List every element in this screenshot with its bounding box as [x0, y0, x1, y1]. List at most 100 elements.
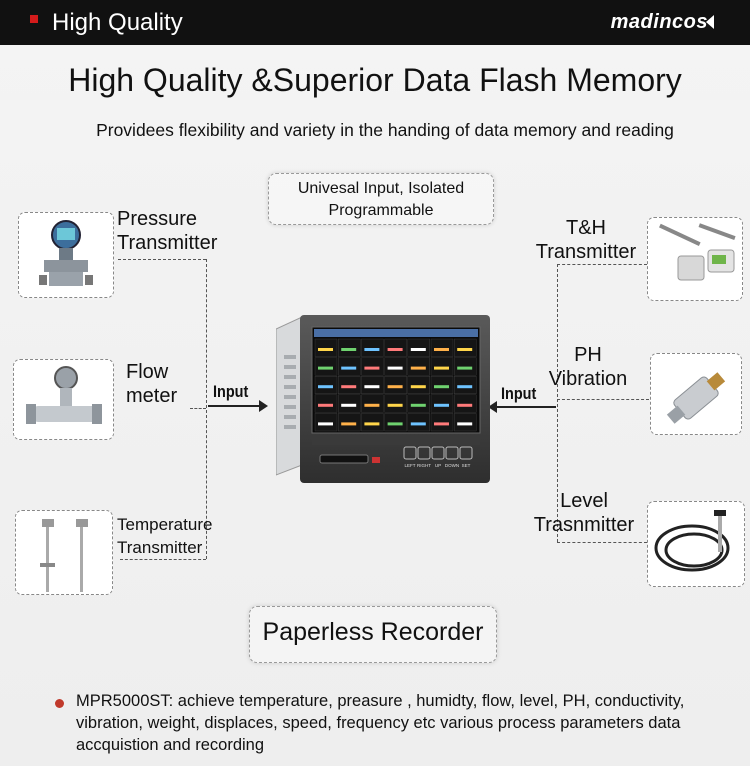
screen-cell-value: [457, 422, 473, 426]
screen-cell: [407, 394, 431, 413]
screen-cell-value: [341, 348, 357, 351]
recorder-button-label: DOWN: [445, 463, 459, 468]
label-line: T&H: [566, 217, 606, 239]
screen-cell: [430, 376, 454, 395]
label-line: Transmitter: [117, 538, 203, 557]
screen-cell: [361, 338, 384, 357]
screen-cell-value: [364, 403, 380, 407]
screen-cell-value: [457, 403, 473, 407]
label-line: Transmitter: [535, 241, 637, 263]
input-label-left: Input: [213, 382, 249, 401]
screen-cell: [338, 338, 361, 357]
screen-cell-value: [318, 385, 333, 389]
header-title: High Quality: [52, 9, 183, 36]
ph-vibration-image: [650, 353, 742, 435]
logo-mark-icon: [706, 15, 714, 29]
screen-cell-value: [457, 348, 473, 351]
temperature-transmitter-image: [15, 510, 113, 595]
screen-cell: [384, 338, 407, 357]
screen-cell: [384, 394, 407, 413]
product-description: MPR5000ST: achieve temperature, preasure…: [76, 692, 685, 754]
level-transmitter-label: Level Trasnmitter: [522, 489, 646, 537]
screen-cell: [384, 357, 407, 376]
screen-cell: [361, 357, 384, 376]
ph-vibration-label: PH Vibration: [541, 343, 635, 391]
screen-cell-value: [318, 422, 333, 426]
universal-input-box: Univesal Input, Isolated Programmable: [268, 173, 494, 225]
th-transmitter-image: [647, 217, 743, 301]
screen-cell-value: [387, 366, 403, 370]
screen-cell-value: [387, 422, 403, 426]
screen-cell-value: [410, 385, 426, 389]
screen-cell-value: [410, 366, 426, 370]
screen-cell-value: [434, 422, 449, 426]
screen-cell: [361, 394, 384, 413]
screen-cell-value: [410, 403, 426, 407]
screen-cell: [453, 357, 477, 376]
screen-cell: [407, 338, 431, 357]
screen-cell: [407, 357, 431, 376]
screen-cell-value: [364, 366, 380, 370]
screen-cell: [384, 413, 407, 432]
input-arrow-right: [488, 401, 556, 413]
screen-cell-value: [387, 403, 403, 407]
headline: High Quality &Superior Data Flash Memory: [68, 62, 682, 98]
recorder-button-label: UP: [435, 463, 441, 468]
screen-cell: [314, 357, 338, 376]
screen-cell-value: [434, 348, 449, 351]
screen-cell-value: [410, 422, 426, 426]
screen-cell: [338, 394, 361, 413]
screen-cell: [430, 338, 454, 357]
screen-cell-value: [318, 366, 333, 370]
screen-cell: [361, 413, 384, 432]
screen-cell-value: [341, 385, 357, 389]
header-bar: High Quality madincos: [0, 0, 750, 45]
screen-cell: [314, 376, 338, 395]
screen-cell: [361, 376, 384, 395]
connector-line: [557, 542, 647, 543]
connector-line: [120, 559, 206, 560]
screen-cell: [407, 413, 431, 432]
screen-cell: [338, 357, 361, 376]
screen-cell-value: [434, 366, 449, 370]
screen-cell: [453, 338, 477, 357]
screen-cell-value: [318, 403, 333, 407]
pressure-transmitter-label: Pressure Transmitter: [117, 207, 217, 255]
screen-cell-value: [387, 348, 403, 351]
screen-cell: [407, 376, 431, 395]
screen-cell-value: [318, 348, 333, 351]
connector-line: [118, 259, 206, 260]
screen-cell-value: [434, 385, 449, 389]
screen-cell-value: [457, 385, 473, 389]
screen-cell-value: [410, 348, 426, 351]
screen-cell-value: [364, 422, 380, 426]
connector-line: [557, 264, 647, 265]
screen-cell-value: [364, 385, 380, 389]
recorder-button-label: RIGHT: [417, 463, 431, 468]
universal-input-line1: Univesal Input, Isolated: [297, 180, 465, 197]
flow-meter-image: [13, 359, 114, 440]
screen-cell: [430, 394, 454, 413]
label-line: Flow: [126, 361, 169, 383]
input-label-right: Input: [501, 384, 537, 403]
temperature-transmitter-label: Temperature Transmitter: [117, 513, 212, 559]
screen-cell-value: [434, 403, 449, 407]
screen-cell-value: [341, 422, 357, 426]
flow-meter-label: Flow meter: [126, 360, 177, 408]
input-arrow-left: [208, 400, 268, 412]
connector-line: [557, 264, 558, 542]
connector-line: [206, 259, 207, 559]
paperless-recorder-label: Paperless Recorder: [249, 606, 497, 663]
label-line: Level: [560, 490, 608, 512]
label-line: Pressure: [117, 208, 198, 230]
red-square-icon: [30, 15, 38, 23]
label-line: PH: [574, 344, 602, 366]
recorder-button-label: SET: [462, 463, 471, 468]
screen-cell: [453, 376, 477, 395]
screen-cell: [430, 413, 454, 432]
screen-cell: [338, 413, 361, 432]
screen-cell: [453, 413, 477, 432]
screen-cell: [314, 338, 338, 357]
